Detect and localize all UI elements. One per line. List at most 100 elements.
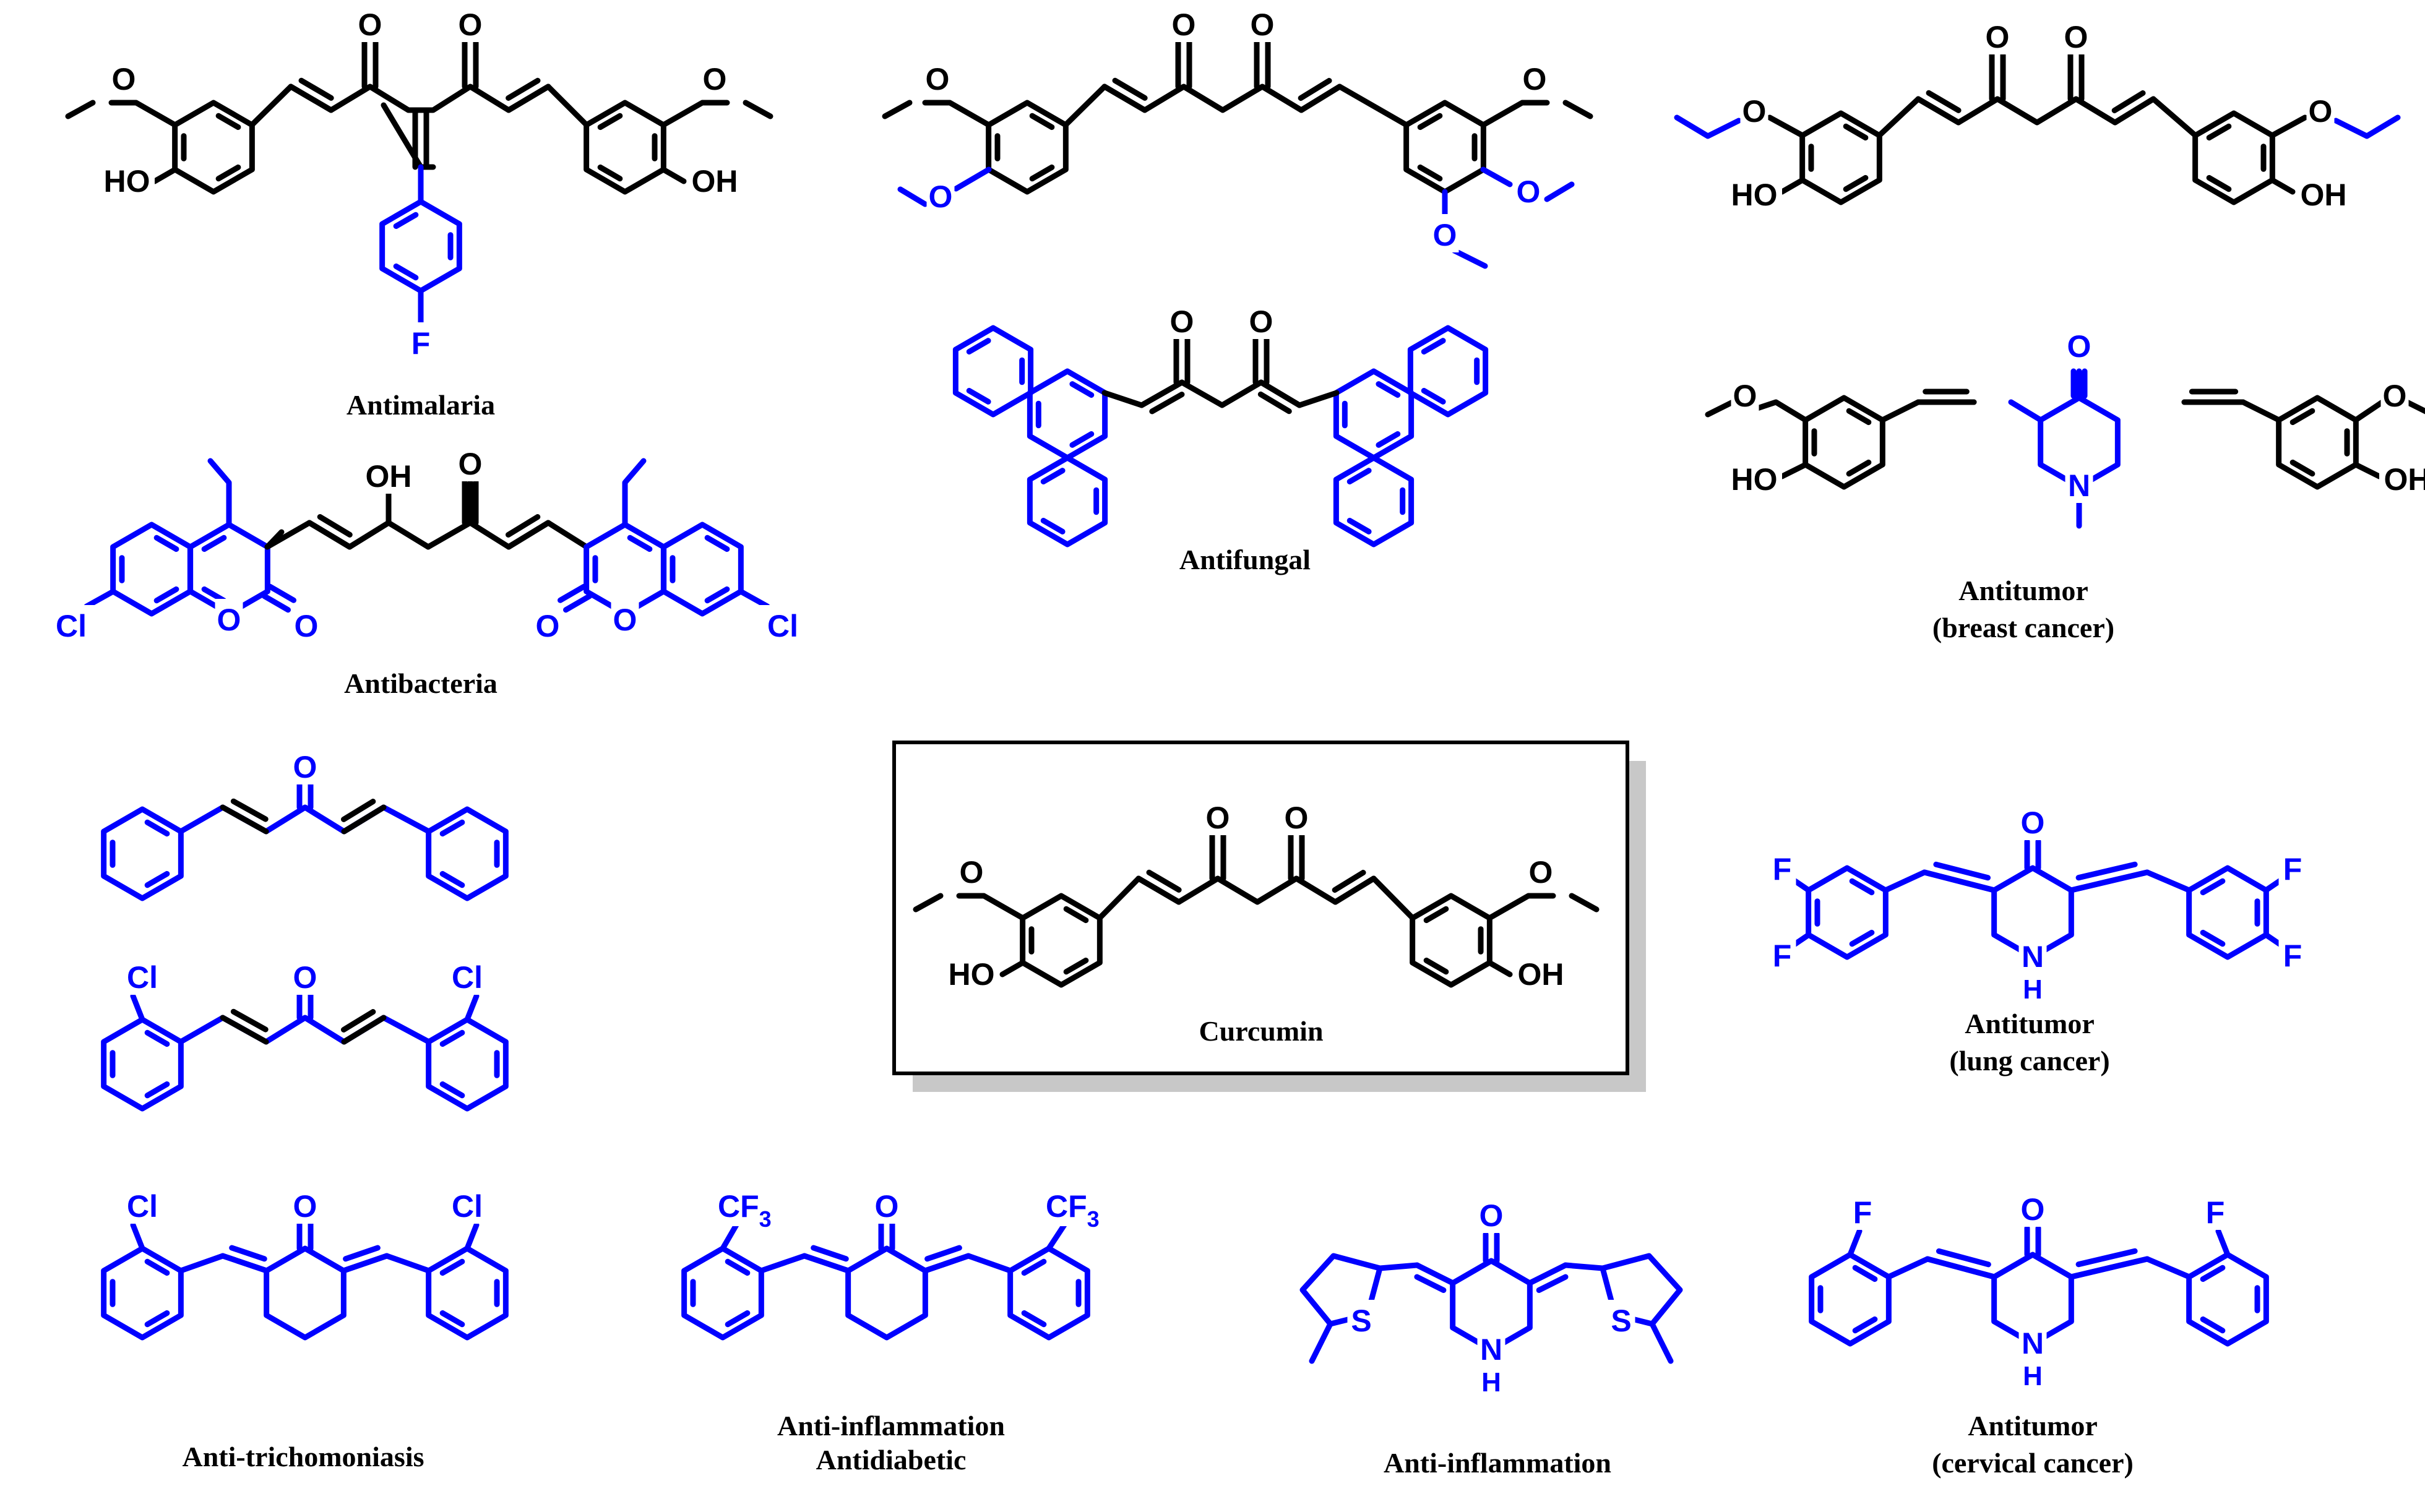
atom-o: O (2021, 805, 2045, 840)
caption-curcumin: Curcumin (1199, 1015, 1323, 1047)
bond-chain (1480, 100, 1550, 128)
atom-mask (1169, 4, 1198, 42)
atom-mask (755, 605, 811, 643)
atom-oh: OH (692, 164, 738, 199)
bond-chain (897, 186, 928, 207)
atom-mask (2201, 1192, 2229, 1230)
atom-n: N (2068, 468, 2090, 503)
atom-o: O (293, 1189, 317, 1224)
atom-o: O (2064, 20, 2088, 54)
atom-mask (611, 599, 639, 637)
atom-f: F (411, 326, 431, 361)
bond (1849, 878, 1875, 896)
atom-mask (700, 58, 729, 97)
atom-o: O (875, 1189, 899, 1224)
atom-o: O (1170, 304, 1194, 339)
bond (340, 1253, 390, 1274)
bond (298, 77, 334, 101)
bond (1849, 929, 1875, 947)
bond (660, 166, 687, 184)
atom-o: O (2021, 1192, 2045, 1227)
bond (2112, 96, 2156, 126)
atom-f: F (1853, 1195, 1872, 1230)
bond (557, 583, 587, 603)
atom-mask (944, 953, 999, 992)
atom-o: O (1529, 855, 1553, 890)
caption-antitumor-lung-2: (lung cancer) (1949, 1045, 2109, 1076)
atom-mask (43, 605, 99, 643)
atom-mask (1040, 1185, 1117, 1226)
bond (341, 804, 387, 835)
atom-mask (2306, 90, 2335, 129)
atom-o: O (1433, 218, 1457, 252)
bond (130, 1222, 145, 1252)
bond-chain (65, 100, 96, 119)
atom-oh: OH (2384, 462, 2425, 497)
bond (801, 1253, 851, 1274)
caption-antitumor-lung-1: Antitumor (1965, 1008, 2095, 1039)
caption-antiinflammation-1: Anti-inflammation (777, 1410, 1005, 1441)
bond (922, 1253, 971, 1274)
bond (1843, 123, 1869, 141)
bond (439, 819, 465, 837)
bond (1527, 1262, 1569, 1286)
bond (464, 1222, 480, 1252)
bond (220, 804, 269, 835)
atom-mask (1282, 797, 1311, 835)
bond (267, 583, 297, 603)
bond (261, 593, 291, 613)
atom-mask (957, 851, 986, 890)
atom-o: O (1285, 801, 1309, 835)
bond (738, 588, 770, 609)
atom-o: O (1172, 7, 1196, 42)
bond (505, 514, 541, 538)
atom-mask (439, 1185, 495, 1224)
bond (393, 263, 419, 281)
atom-f: F (2283, 939, 2302, 973)
atom-mask (1204, 797, 1232, 835)
bond (1063, 906, 1089, 924)
atom-mask (1527, 851, 1555, 890)
bond (966, 388, 991, 405)
atom-s: S (1611, 1304, 1631, 1338)
bond-chain (913, 893, 944, 913)
atom-o: O (1206, 801, 1230, 835)
atom-h: H (2023, 974, 2043, 1005)
bond (341, 1015, 387, 1045)
bond (1852, 1265, 1878, 1282)
atom-f: F (2206, 1195, 2225, 1230)
bond (1040, 468, 1066, 484)
atom-o: O (1251, 7, 1275, 42)
bond (288, 84, 334, 113)
bond (439, 1258, 465, 1276)
atom-mask (1248, 4, 1277, 42)
atom-mask (291, 746, 319, 784)
atom-mask (1479, 1360, 1504, 1398)
ring (1027, 368, 1108, 461)
bond (2200, 1316, 2226, 1334)
atom-o: O (2309, 94, 2333, 129)
bond (1063, 957, 1089, 975)
bond (563, 593, 593, 613)
bond (306, 520, 353, 550)
atom-s: S (1351, 1304, 1371, 1338)
bond (393, 212, 419, 230)
atom-mask (291, 1185, 319, 1224)
bond (1779, 462, 1809, 479)
atom-o: O (1480, 1198, 1504, 1233)
atom-ho: HO (1731, 178, 1778, 212)
bond (1536, 1274, 1569, 1293)
bond-chain (2333, 114, 2401, 139)
caption-antimalaria: Antimalaria (347, 389, 495, 421)
atom-mask (2278, 935, 2307, 973)
bond (1135, 875, 1182, 905)
bond (1376, 431, 1401, 448)
bond (464, 993, 480, 1023)
bond-chain (207, 458, 232, 528)
atom-h: H (1481, 1367, 1501, 1398)
atom-mask (1513, 953, 1569, 992)
atom-mask (2065, 465, 2093, 503)
bond (1258, 379, 1303, 408)
atom-mask (1168, 301, 1196, 339)
atom-mask (1431, 214, 1459, 252)
